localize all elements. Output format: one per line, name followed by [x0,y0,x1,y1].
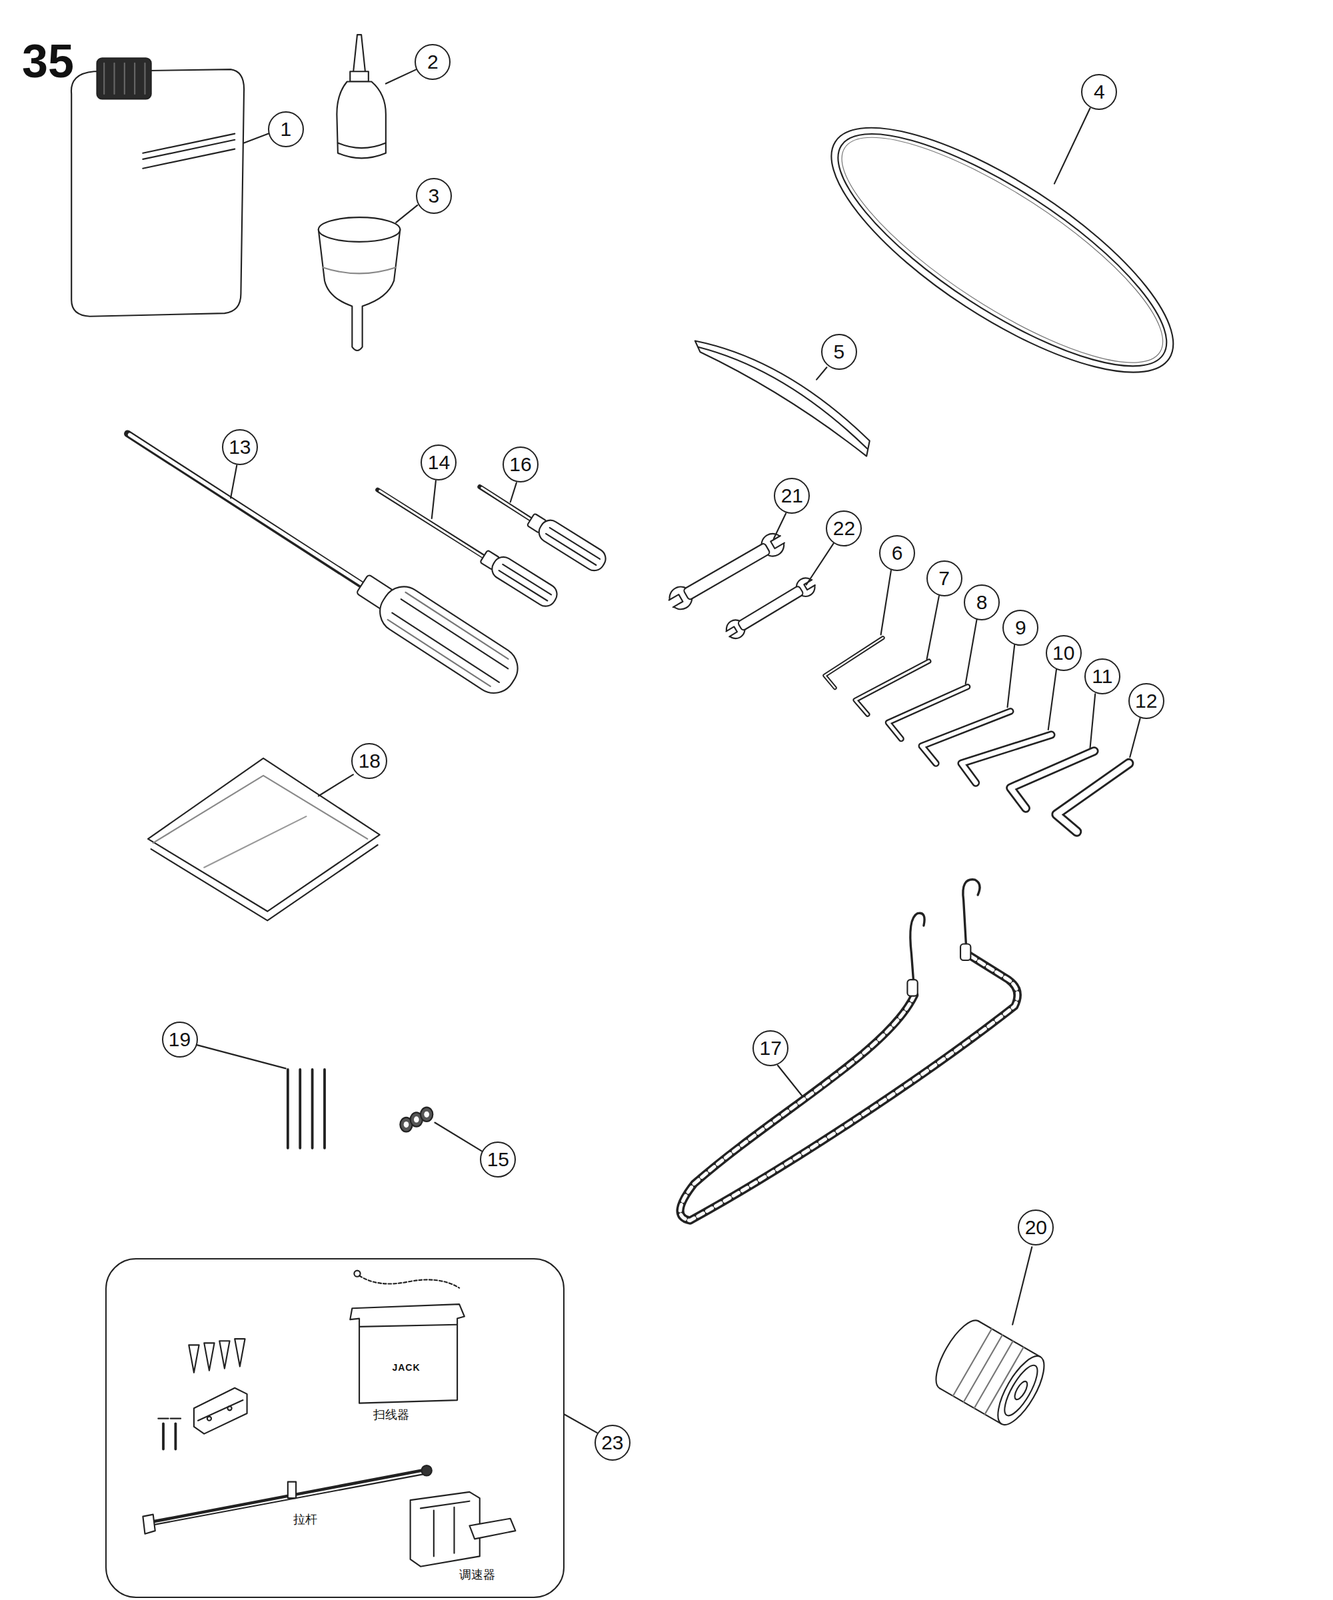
part-name: 拉杆 [291,1512,319,1527]
funnel [318,205,418,351]
springs [399,1107,482,1152]
screwdriver-long [127,433,526,702]
callout-number: 7 [926,560,963,597]
callout-number: 4 [1081,73,1118,110]
screwdriver-medium [377,480,562,610]
kit-panel: 扫线器拉杆调速器 [105,1258,565,1599]
callout-number: 19 [161,1021,198,1058]
oil-bottle [336,34,416,158]
callout-number: 14 [420,444,457,481]
callout-number: 5 [821,333,858,370]
callout-number: 8 [963,584,1000,621]
callout-number: 23 [594,1424,631,1461]
part-name: 调速器 [457,1568,497,1582]
callout-number: 16 [502,446,539,483]
callout-number: 18 [351,743,388,780]
screwdriver-short [479,482,610,575]
callout-number: 6 [879,535,916,572]
callout-number: 2 [414,43,451,80]
callout-number: 3 [415,177,452,214]
callout-number: 9 [1002,609,1039,646]
callout-number: 21 [773,477,810,514]
callout-number: 17 [752,1030,789,1067]
callout-number: 15 [479,1141,516,1178]
belt [798,85,1206,416]
brand-logo: JACK [390,1362,422,1373]
cloth-bag [147,758,380,921]
figure-number: 35 [21,37,74,85]
part-name: 扫线器 [371,1408,411,1422]
kit-contents [142,1271,597,1567]
needles [197,1045,325,1149]
callout-number: 22 [825,510,862,547]
filter [927,1247,1053,1431]
parts-group [71,34,1206,1567]
hex-keys [824,570,1140,832]
callout-number: 10 [1045,635,1082,672]
callout-number: 12 [1128,683,1165,720]
callout-number: 1 [267,111,304,148]
callout-number: 11 [1084,658,1121,695]
callout-number: 13 [221,429,258,466]
wrench-large [662,513,791,615]
callout-number: 20 [1017,1209,1054,1246]
chain [680,879,1018,1222]
oil-jug [71,57,269,316]
wrench-small [721,543,834,644]
